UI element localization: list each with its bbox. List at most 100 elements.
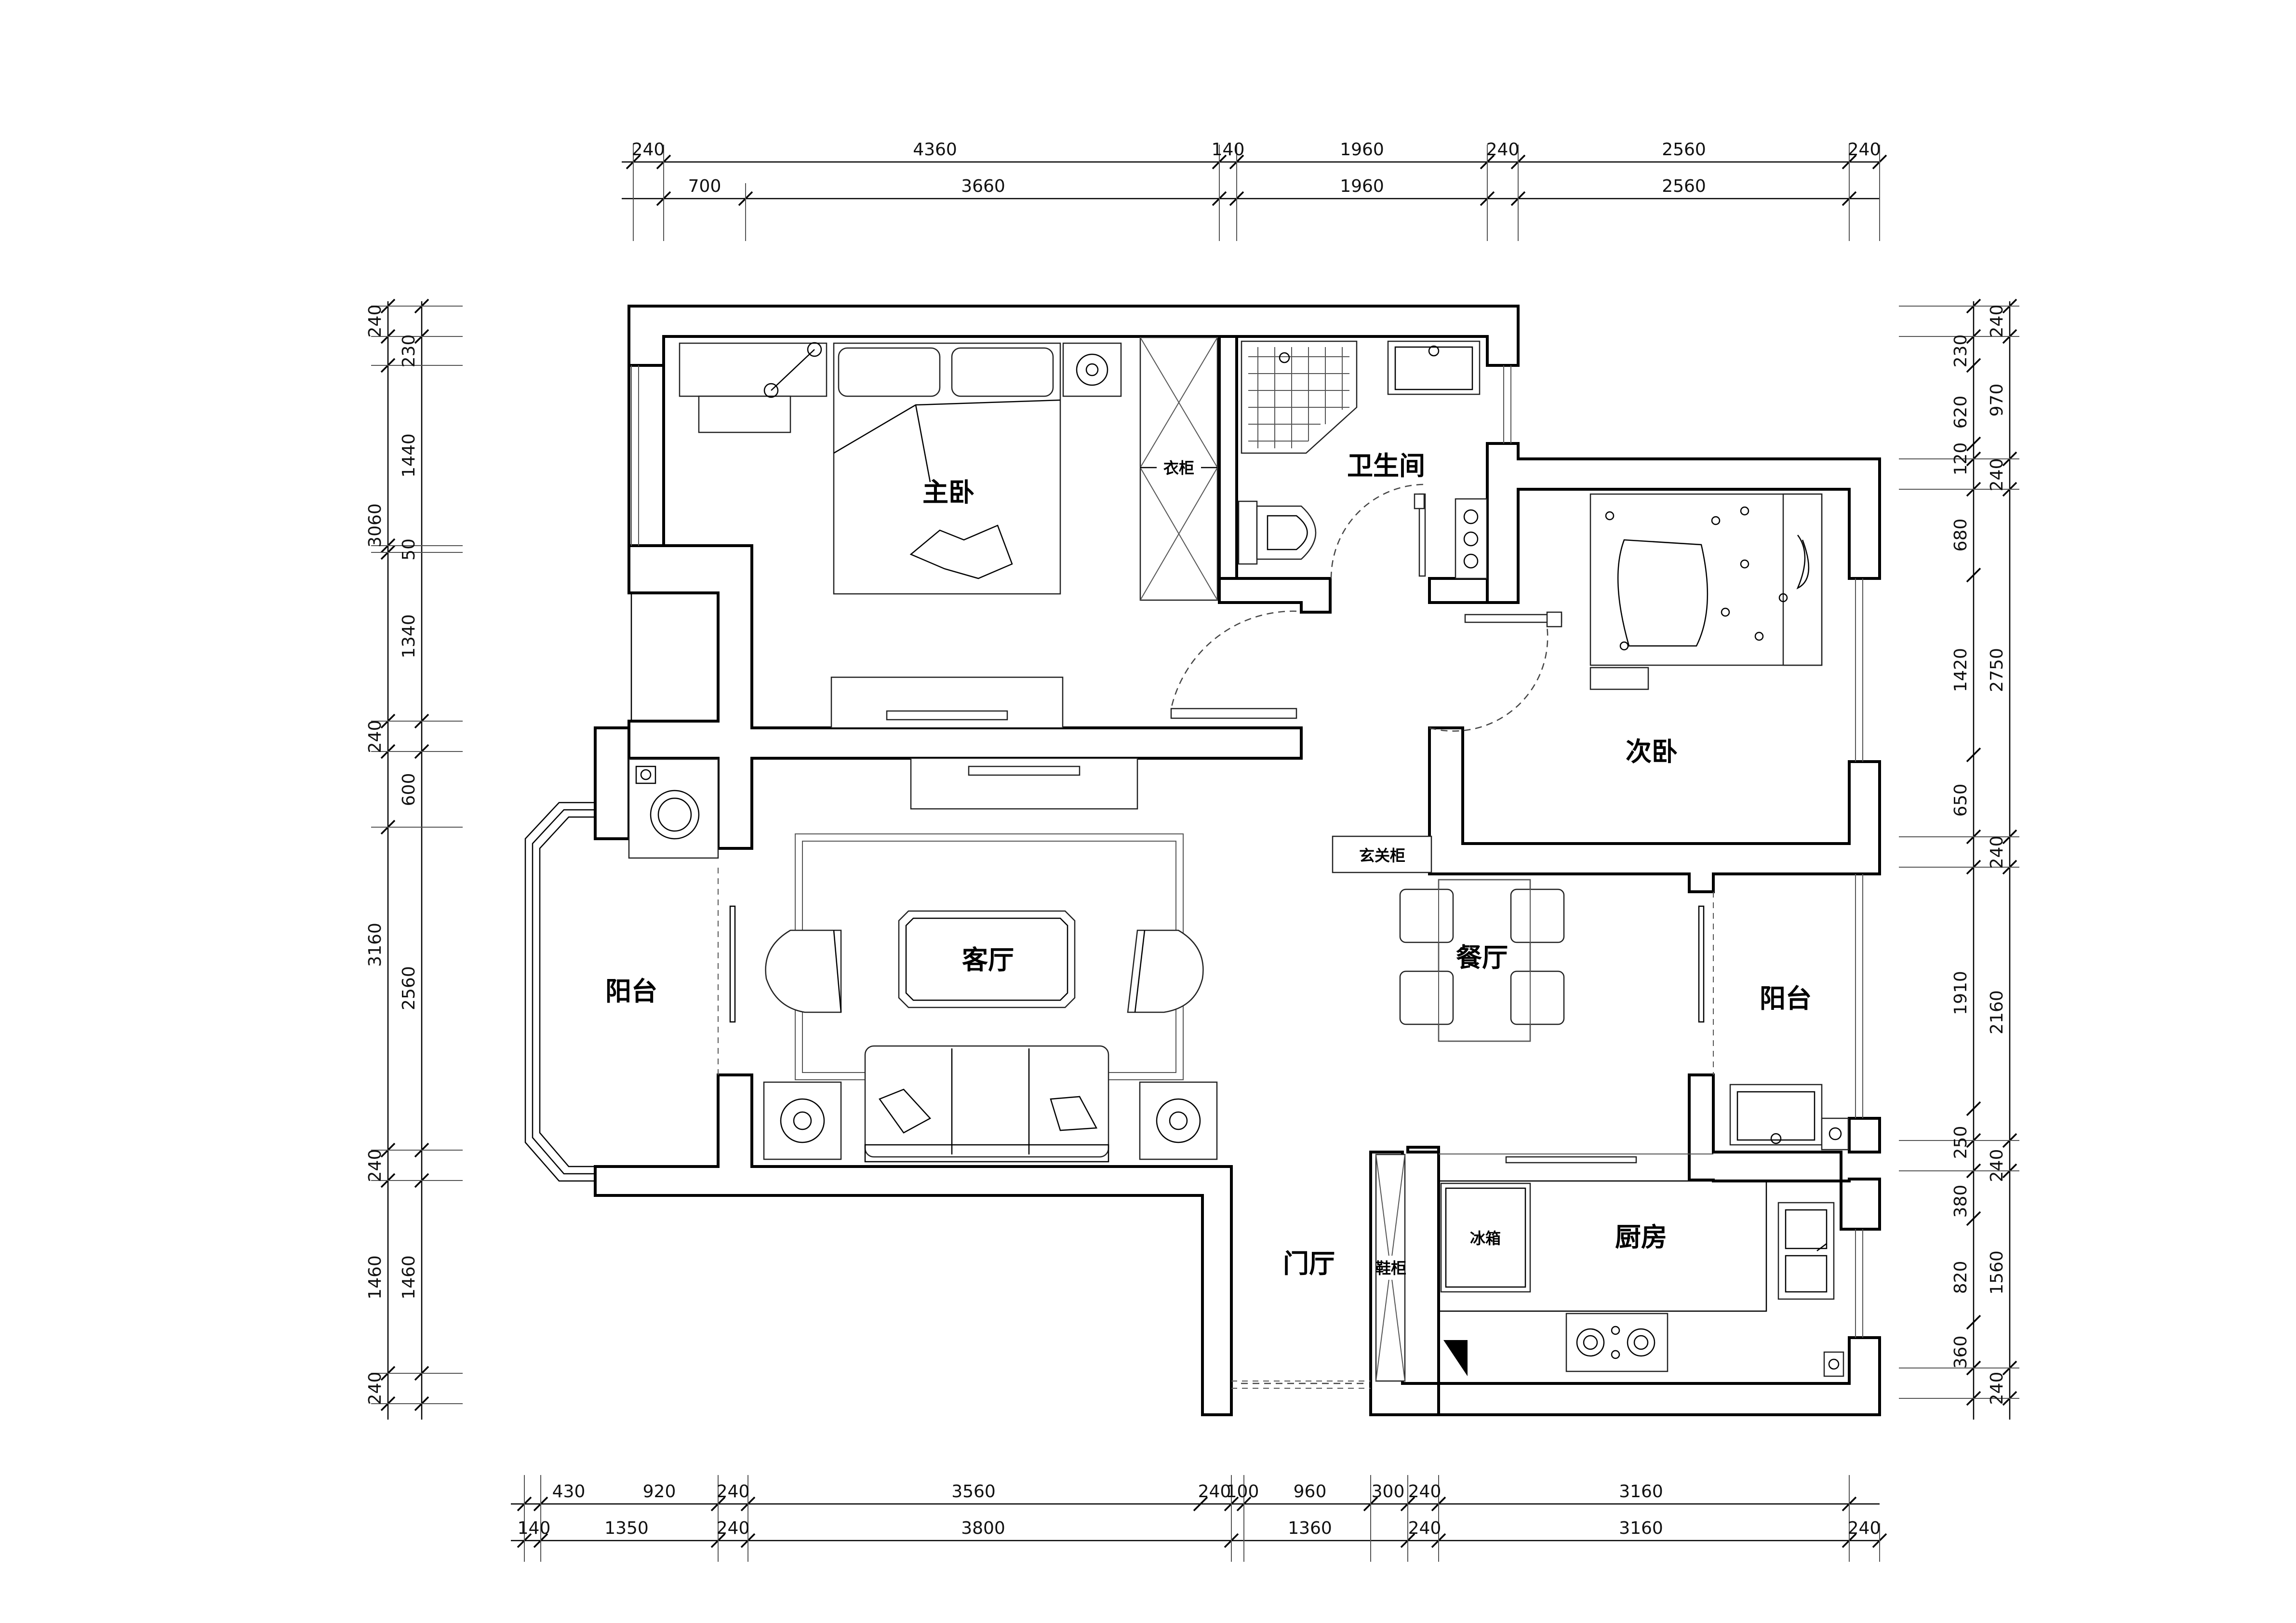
dim-right-8: 650 [1951,784,1971,817]
dim-top-2: 4360 [913,140,957,160]
dim-top-6: 2560 [1662,140,1706,160]
master-tv-cabinet [830,676,1064,729]
dim-bottom-13: 240 [717,1518,750,1538]
room-label-dining-room: 餐厅 [1456,942,1508,973]
dim-right-4: 120 [1951,443,1971,476]
second-door [1429,611,1562,732]
dim-bottom-16: 240 [1408,1518,1442,1538]
dim-right-20: 1560 [1987,1250,2007,1295]
dim-right-9: 240 [1987,836,2007,869]
room-label-balcony-left: 阳台 [605,976,657,1006]
shoe-cabinet: 鞋柜 [1375,1154,1406,1382]
living-tv-cabinet [910,757,1138,810]
dim-top-4: 1960 [1340,140,1384,160]
master-door [1170,610,1297,719]
dim-bottom-6: 100 [1226,1482,1259,1502]
room-label-second-bedroom: 次卧 [1626,737,1678,767]
room-labels: 主卧 卫生间 次卧 客厅 阳台 阳台 餐厅 门厅 厨房 [605,451,1812,1279]
right-balcony [1698,892,1849,1151]
room-label-kitchen: 厨房 [1615,1222,1667,1252]
dim-top-11: 2560 [1662,176,1706,196]
dim-left-13: 3160 [365,923,385,967]
desk [679,342,828,433]
dim-top-5: 240 [1486,140,1520,160]
dim-top-1: 240 [632,140,665,160]
dim-right-12: 240 [1987,1149,2007,1182]
side-table-right [1139,1081,1218,1160]
dim-right-6: 680 [1951,519,1971,552]
dim-top-8: 700 [688,176,721,196]
dim-left-12: 3060 [365,503,385,548]
dim-top-10: 1960 [1340,176,1384,196]
bath-sink [1387,340,1481,395]
dining-table [1399,879,1565,1042]
second-bed [1589,493,1823,690]
master-bed [833,342,1061,595]
entry-cabinet: 玄关柜 [1332,835,1432,873]
dim-right-5: 240 [1987,458,2007,492]
walls [594,305,1881,1416]
dim-left-6: 240 [365,720,385,753]
dimension-text-left: 240 230 1440 50 1340 240 600 2560 240 14… [365,305,419,1405]
dim-right-13: 380 [1951,1185,1971,1218]
dim-left-2: 230 [399,335,419,368]
room-label-bathroom: 卫生间 [1347,451,1425,481]
wardrobe: 衣柜 [1139,336,1218,601]
bedside-table-right [1062,342,1122,397]
dim-bottom-5: 240 [1198,1482,1231,1502]
dim-bottom-9: 240 [1408,1482,1442,1502]
dim-right-11: 250 [1951,1126,1971,1159]
windows [631,365,1863,1389]
fridge: 冰箱 [1440,1182,1531,1293]
dimension-lines [371,145,2019,1562]
dim-bottom-15: 1360 [1288,1518,1332,1538]
kitchen-corner [1443,1340,1844,1377]
washing-machine-small [1455,498,1488,579]
bath-door [1330,483,1426,579]
dim-top-7: 240 [1848,140,1881,160]
dimension-text-right: 240 230 620 120 240 680 1420 650 240 191… [1951,305,2007,1405]
room-label-foyer: 门厅 [1283,1248,1335,1279]
dim-bottom-10: 3160 [1619,1482,1663,1502]
dim-right-10: 1910 [1951,971,1971,1015]
dim-bottom-3: 240 [717,1482,750,1502]
stove [1565,1313,1669,1372]
dim-right-14: 820 [1951,1261,1971,1294]
dim-bottom-4: 3560 [951,1482,996,1502]
dim-bottom-17: 3160 [1619,1518,1663,1538]
dim-right-7: 1420 [1951,648,1971,692]
dim-left-7: 600 [399,773,419,806]
sofa [864,1045,1109,1163]
fridge-label: 冰箱 [1470,1229,1501,1247]
dim-right-19: 2160 [1987,990,2007,1034]
dim-bottom-1: 430 [552,1482,586,1502]
side-table-left [763,1081,842,1160]
dim-right-15: 360 [1951,1336,1971,1369]
dim-left-3: 1440 [399,433,419,478]
kitchen-sink [1777,1202,1835,1300]
toilet [1238,500,1317,565]
kitchen-counter [1439,1154,1767,1312]
dim-right-17: 970 [1987,384,2007,417]
dimension-text-bottom: 430 920 240 3560 240 100 960 300 240 316… [518,1482,1881,1538]
shower [1241,340,1358,454]
dim-left-8: 2560 [399,966,419,1010]
dim-bottom-18: 240 [1848,1518,1881,1538]
dim-bottom-11: 140 [518,1518,551,1538]
dim-top-9: 3660 [961,176,1005,196]
dim-bottom-2: 920 [643,1482,676,1502]
room-label-living-room: 客厅 [962,945,1014,975]
dim-bottom-8: 300 [1372,1482,1405,1502]
shoe-cabinet-label: 鞋柜 [1375,1259,1406,1277]
dim-right-18: 2750 [1987,648,2007,692]
dimension-text-top: 240 4360 140 1960 240 2560 240 700 3660 … [632,140,1881,196]
dim-left-5: 1340 [399,614,419,658]
dim-left-11: 240 [365,1372,385,1405]
armchair-right [1127,929,1204,1013]
room-label-master-bedroom: 主卧 [922,477,974,508]
left-balcony-outline [524,802,736,1182]
dim-left-10: 1460 [399,1255,419,1300]
dim-top-3: 140 [1212,140,1245,160]
coffee-table [898,910,1076,1008]
